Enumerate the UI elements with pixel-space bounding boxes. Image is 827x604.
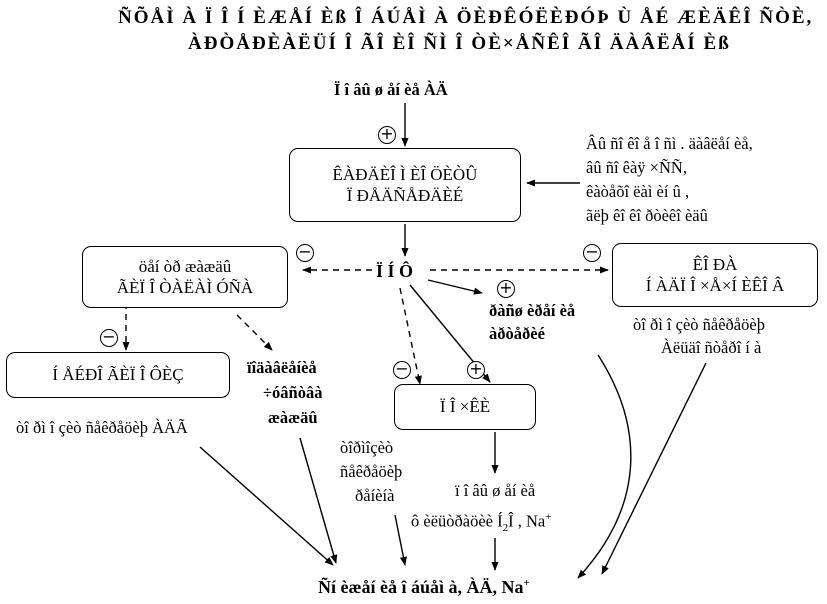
minus-sign-icon: − <box>100 329 118 347</box>
filtration-superscript: + <box>545 511 552 523</box>
adh-inhibition-label: òî ðì î çèò ñåêðåöèþ ÀÄÃ <box>16 418 188 437</box>
thirst-center-line1: öåí òð æàæäû <box>138 256 232 276</box>
blood-pressure-increase-label: Ï î âû ø åí èå ÀÄ <box>334 80 448 99</box>
filtration-line2-rest: Î , Na <box>508 511 546 531</box>
factors-line4: ãëþ êî êî ðòèêî èäû <box>586 206 708 225</box>
renin-inhibition-line3: ðåíèíà <box>355 486 395 505</box>
arrow-adh-to-result <box>199 446 334 566</box>
filtration-subscript: 2 <box>502 521 509 534</box>
result-superscript: + <box>523 577 530 589</box>
neurohypophysis-box: Í ÅÉÐÎ ÃÈÏ Î ÔÈÇ <box>6 352 230 398</box>
pnf-center-label: Ï Í Ô <box>376 261 414 281</box>
filtration-line2: ô èëüòðàöèè Í2Î , Na+ <box>411 512 551 534</box>
cardiomyocytes-line1: ÊÀÐÄÈÎ Ì ÈÎ ÖÈÒÛ <box>332 164 478 184</box>
diagram-title-line1: ÑÕÅÌ À Ï Î Í ÈÆÅÍ Èß Î ÁÚÅÌ À ÖÈÐÊÓËÈÐÓÞ… <box>118 7 814 28</box>
minus-sign-icon: − <box>393 361 411 379</box>
cardiomyocytes-box: ÊÀÐÄÈÎ Ì ÈÎ ÖÈÒÛ Ï ÐÅÄÑÅÐÄÈÉ <box>289 148 521 222</box>
suppress-thirst-line3: æàæäû <box>268 408 318 427</box>
factors-line1: Âû ñî êî å î ñì . äàâëåí èå, <box>586 134 753 153</box>
thirst-center-box: öåí òð æàæäû ÃÈÏ Î ÒÀËÀÌ ÓÑÀ <box>82 246 288 308</box>
adrenal-cortex-box: ÊÎ ÐÀ Í ÀÄÏ Î ×Å×Í ÈÊÎ Â <box>612 243 818 307</box>
filtration-line2-text: ô èëüòðàöèè Í <box>411 511 503 531</box>
plus-sign-icon: + <box>497 280 515 298</box>
result-text: Ñí èæåí èå î áúåì à, ÀÄ, Na <box>318 577 524 597</box>
minus-sign-icon: − <box>583 244 601 262</box>
renin-inhibition-line2: ñåêðåöèþ <box>340 462 403 481</box>
arrow-renin-to-result <box>394 514 407 566</box>
suppress-thirst-line2: ÷óâñòâà <box>263 383 323 402</box>
thirst-center-line2: ÃÈÏ Î ÒÀËÀÌ ÓÑÀ <box>116 278 254 297</box>
arrow-vasodilation-to-result <box>577 354 632 579</box>
plus-sign-icon: + <box>378 126 396 144</box>
factors-line3: êàòåõî ëàì èí û , <box>586 182 690 201</box>
arrow-thirst-to-suppress <box>236 314 273 351</box>
minus-sign-icon: − <box>296 244 314 262</box>
suppress-thirst-line1: ïîäàâëåíèå <box>247 358 317 377</box>
diagram-title-line2: ÀÐÒÅÐÈÀËÜÍ Î ÃÎ ÈÎ ÑÌ Î ÒÈ×ÅÑÊÎ ÃÎ ÄÀÂËÅ… <box>188 33 731 54</box>
arrow-pnf-to-renin <box>399 287 422 385</box>
filtration-line1: ï î âû ø åí èå <box>455 481 536 500</box>
arrow-aldo-to-result <box>601 362 707 575</box>
result-label: Ñí èæåí èå î áúåì à, ÀÄ, Na+ <box>318 577 530 597</box>
vasodilation-line2: àðòåðèé <box>489 324 545 343</box>
vasodilation-line1: ðàñø èðåí èå <box>489 301 576 320</box>
plus-sign-icon: + <box>467 361 485 379</box>
arrow-pnf-to-vasodilation <box>427 279 483 295</box>
kidneys-box: Ï Î ×ÊÈ <box>394 384 536 430</box>
adrenal-cortex-line1: ÊÎ ÐÀ <box>692 254 738 274</box>
aldosterone-inhibition-line2: Àëüäî ñòåðî í à <box>661 338 762 357</box>
factors-line2: âû ñî êàÿ ×ÑÑ, <box>586 158 687 177</box>
cardiomyocytes-line2: Ï ÐÅÄÑÅÐÄÈÉ <box>346 186 464 205</box>
aldosterone-inhibition-line1: òî ðì î çèò ñåêðåöèþ <box>633 315 765 334</box>
neurohypophysis-label: Í ÅÉÐÎ ÃÈÏ Î ÔÈÇ <box>52 365 184 385</box>
arrow-suppress-to-result <box>299 437 338 564</box>
kidneys-label: Ï Î ×ÊÈ <box>439 397 491 417</box>
renin-inhibition-line1: òîðìîçèò <box>340 438 394 457</box>
adrenal-cortex-line2: Í ÀÄÏ Î ×Å×Í ÈÊÎ Â <box>645 276 785 295</box>
